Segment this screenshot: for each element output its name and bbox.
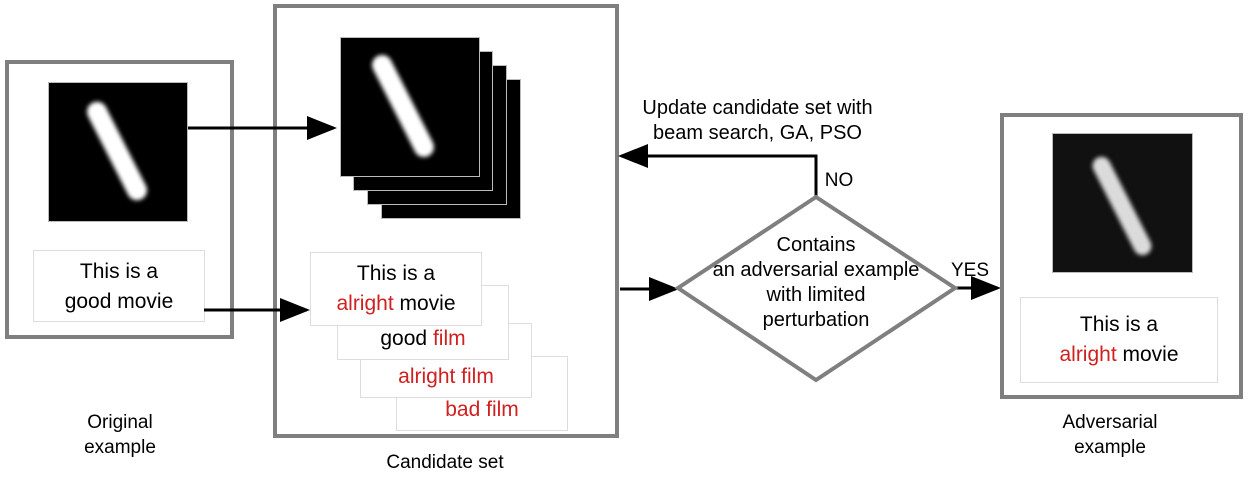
decision-diamond [674,194,959,383]
no-label: NO [824,170,854,191]
candidate-caption: Candidate set [386,452,504,473]
original-example-frame: This is a good movie [5,60,234,339]
adversarial-text-card: This is a alright movie [1020,297,1218,383]
candidate-image-1 [340,37,480,177]
original-digit-image [48,82,188,222]
adversarial-digit-image [1052,133,1193,273]
original-text-card: This is a good movie [33,250,205,322]
yes-label: YES [950,260,990,281]
candidate-set-frame: bad film alright film good film This is … [273,4,619,438]
candidate-card-1: This is a alright movie [310,252,482,326]
adversarial-example-frame: This is a alright movie [1000,113,1243,399]
arrow-no-feedback [618,144,818,197]
